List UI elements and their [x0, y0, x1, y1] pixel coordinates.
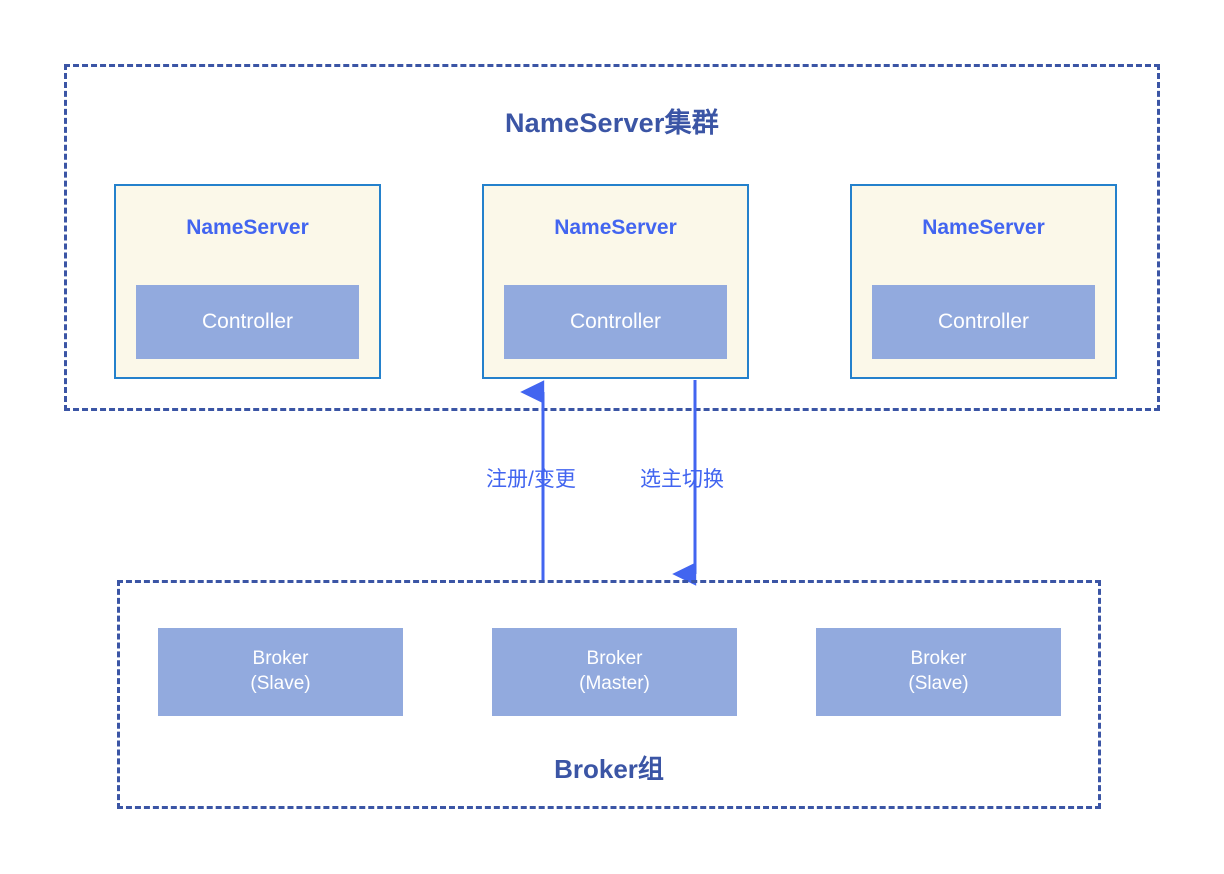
controller-box-3: Controller: [872, 285, 1095, 359]
nameserver-node-2-label: NameServer: [554, 216, 677, 239]
broker-node-master: Broker (Master): [492, 628, 737, 716]
broker-node-slave-1: Broker (Slave): [158, 628, 403, 716]
controller-box-1: Controller: [136, 285, 359, 359]
broker-node-slave-2-role: (Slave): [908, 673, 969, 694]
broker-group-title: Broker组: [554, 754, 664, 784]
arrow-label-register-change: 注册/变更: [486, 468, 576, 491]
broker-node-slave-2-name: Broker: [910, 648, 967, 670]
nameserver-node-1: NameServer Controller: [114, 184, 381, 379]
nameserver-cluster-container: [64, 64, 1160, 411]
nameserver-node-3-label: NameServer: [922, 216, 1045, 239]
arrow-label-failover-switch: 选主切换: [640, 468, 724, 491]
nameserver-node-1-label: NameServer: [186, 216, 309, 239]
nameserver-node-2: NameServer Controller: [482, 184, 749, 379]
nameserver-node-3: NameServer Controller: [850, 184, 1117, 379]
broker-node-master-name: Broker: [586, 648, 643, 670]
controller-label-1: Controller: [201, 310, 294, 333]
controller-box-2: Controller: [504, 285, 727, 359]
broker-group-container: [117, 580, 1101, 809]
broker-node-slave-1-name: Broker: [252, 648, 309, 670]
broker-node-master-role: (Master): [579, 673, 650, 694]
controller-label-2: Controller: [569, 310, 662, 333]
broker-node-slave-2: Broker (Slave): [816, 628, 1061, 716]
controller-label-3: Controller: [937, 310, 1030, 333]
nameserver-cluster-title: NameServer集群: [504, 108, 719, 138]
broker-node-slave-1-role: (Slave): [250, 673, 311, 694]
